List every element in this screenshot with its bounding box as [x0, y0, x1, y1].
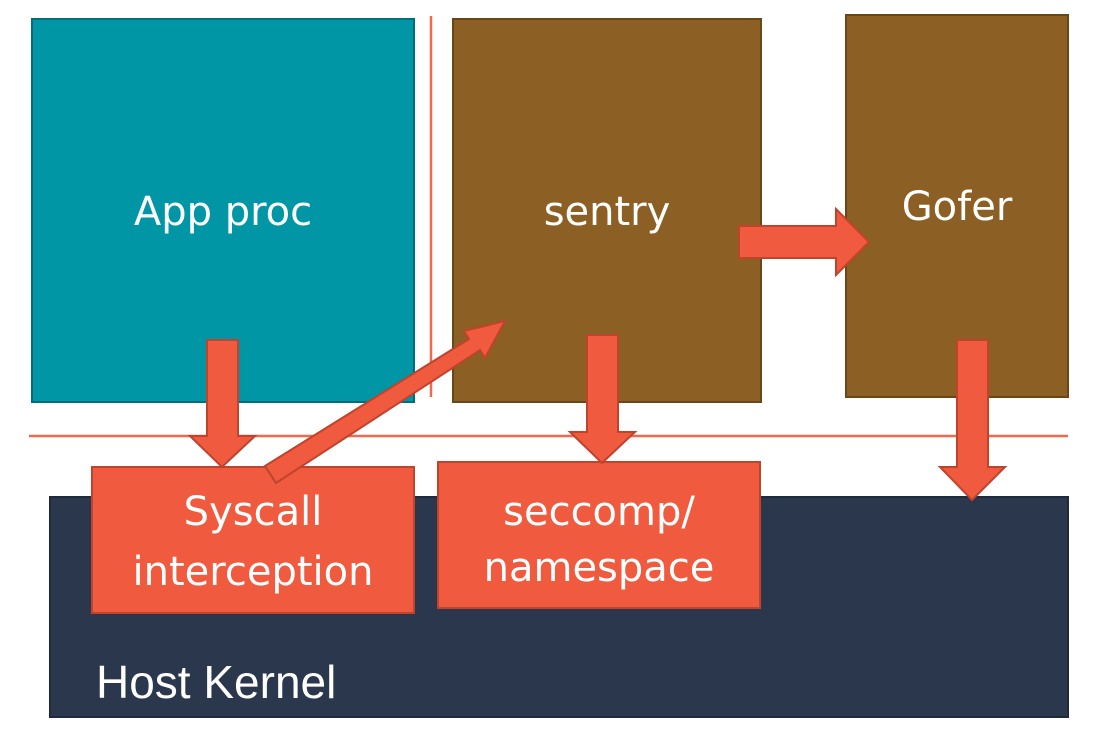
- syscall-interception-label-line1: Syscall: [184, 489, 323, 535]
- gofer-label: Gofer: [902, 184, 1013, 230]
- syscall-interception-box[interactable]: [91, 466, 415, 614]
- host-kernel-label: Host Kernel: [96, 656, 336, 708]
- app-proc-box[interactable]: [31, 18, 415, 403]
- arrow-app-to-syscall: [187, 339, 258, 469]
- seccomp-namespace-box[interactable]: [437, 461, 761, 609]
- arrow-sentry-to-seccomp: [567, 334, 638, 465]
- seccomp-namespace-label-line1: seccomp/: [503, 489, 695, 535]
- gofer-box[interactable]: [845, 14, 1069, 398]
- arrow-gofer-to-kernel: [937, 339, 1008, 502]
- seccomp-namespace-label-line2: namespace: [484, 545, 715, 591]
- app-proc-label: App proc: [134, 189, 312, 235]
- arrow-syscall-to-sentry: [263, 319, 507, 485]
- syscall-interception-label-line2: interception: [133, 549, 374, 595]
- sentry-label: sentry: [544, 189, 671, 235]
- arrow-sentry-to-gofer: [738, 206, 871, 278]
